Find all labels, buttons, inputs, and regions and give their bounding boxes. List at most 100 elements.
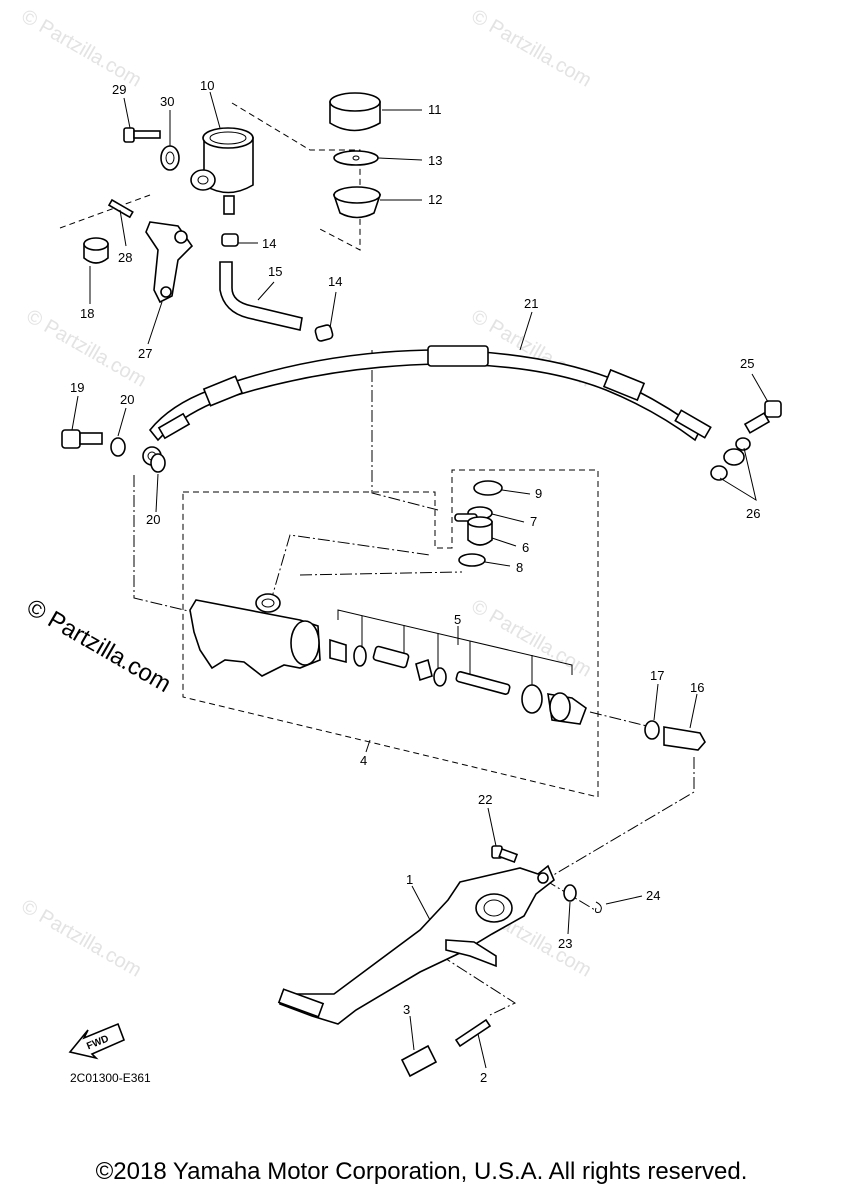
callout-13: 13 [428,153,442,168]
leader-6 [491,537,517,547]
leader-4 [365,739,371,753]
reservoir-10-mount [190,169,216,191]
leader-27 [147,301,163,345]
plate-13 [333,150,379,166]
watermark-layer: © Partzilla.com © Partzilla.com © Partzi… [18,5,596,981]
leader-16 [689,693,698,729]
clamp-14-upper [221,233,239,247]
reservoir-group [83,92,382,342]
reservoir-10-mount-hole [197,175,209,185]
brake-pedal-1 [279,864,555,1025]
callout-14a: 14 [262,236,276,251]
ref-line-rod [589,711,656,729]
push-rod [455,671,511,695]
callout-17: 17 [650,668,664,683]
pedal-pivot-boss [475,893,513,923]
collar-3 [400,1044,438,1078]
callout-3: 3 [403,1002,410,1017]
banjo-right [723,448,745,466]
leader-1 [411,885,431,921]
callout-1: 1 [406,872,413,887]
ref-line-banjo-to-cylinder [133,475,206,616]
pedal-group [277,845,602,1078]
ref-line-oring [299,571,463,576]
callout-5: 5 [454,612,461,627]
master-cylinder-port [255,593,281,613]
callout-10: 10 [200,78,214,93]
hose-15 [219,261,303,331]
watermark: © Partzilla.com [468,595,596,681]
leader-14b [329,291,337,329]
diagram-code: 2C01300-E361 [70,1071,151,1085]
leader-29 [123,97,131,129]
assembly-box-4 [182,469,599,798]
leader-15 [257,281,275,301]
grommet-30 [160,145,180,171]
pin-22-shank [498,847,519,864]
callout-21: 21 [524,296,538,311]
callout-4: 4 [360,753,367,768]
cap-11-top [329,92,381,112]
callout-2: 2 [480,1070,487,1085]
plate-13-center [352,155,360,161]
ref-line-port [269,534,431,605]
hose-sleeve-right [602,368,646,402]
clevis-group [644,720,706,751]
callout-15: 15 [268,264,282,279]
assembly-boxes [59,102,599,798]
fwd-arrow-shape [68,1022,126,1060]
leader-24 [605,895,643,905]
callout-29: 29 [112,82,126,97]
leader-3 [409,1015,415,1051]
watermark: © Partzilla.com [18,895,146,981]
callout-8: 8 [516,560,523,575]
callout-7: 7 [530,514,537,529]
pedal-clevis-eye [537,872,549,884]
copyright-notice: ©2018 Yamaha Motor Corporation, U.S.A. A… [95,1158,748,1185]
callout-22: 22 [478,792,492,807]
watermark: © Partzilla.com [18,5,146,91]
pedal-tip-pad [277,988,325,1018]
hose-end-fitting-right [674,409,712,439]
banjo-bolt-group [61,429,166,473]
fwd-arrow: FWD [68,1022,126,1060]
spring-piston [329,638,347,664]
banjo-bolt-19-head [61,429,81,449]
washer-20-upper [110,437,126,457]
bolt-29 [123,127,135,143]
leader-lines [71,91,769,1069]
brake-hose-group [142,345,745,466]
clevis-16 [663,726,706,751]
leader-9 [501,489,531,495]
oring-8 [458,553,486,567]
leader-20a [117,407,127,437]
callout-16: 16 [690,680,704,695]
ref-line-spring [439,954,517,1016]
hose-sleeve-mid [427,345,489,367]
callout-6: 6 [522,540,529,555]
hose-sleeve-left [202,375,244,407]
bolt-29-shank [133,130,161,139]
washer-20-lower [150,453,166,473]
pedal-stop-tab [445,939,497,968]
washer-26-upper [735,437,751,451]
boot-end [549,692,571,722]
right-bolt-group [710,400,782,481]
grommet-30-inner [165,151,175,165]
cap-9 [473,480,503,496]
screw-28 [107,198,134,219]
seal-secondary [433,667,447,687]
leader-17 [653,683,659,721]
reservoir-10-rim [209,131,247,145]
cotter-pin-24 [595,901,602,913]
hose-end-fitting-left [157,412,191,440]
circlip [521,684,543,714]
callout-25: 25 [740,356,754,371]
union-6-top [467,516,493,528]
callout-20a: 20 [120,392,134,407]
collar-18-top [83,237,109,251]
callout-18: 18 [80,306,94,321]
callout-14b: 14 [328,274,342,289]
leader-22 [487,807,497,847]
callout-12: 12 [428,192,442,207]
